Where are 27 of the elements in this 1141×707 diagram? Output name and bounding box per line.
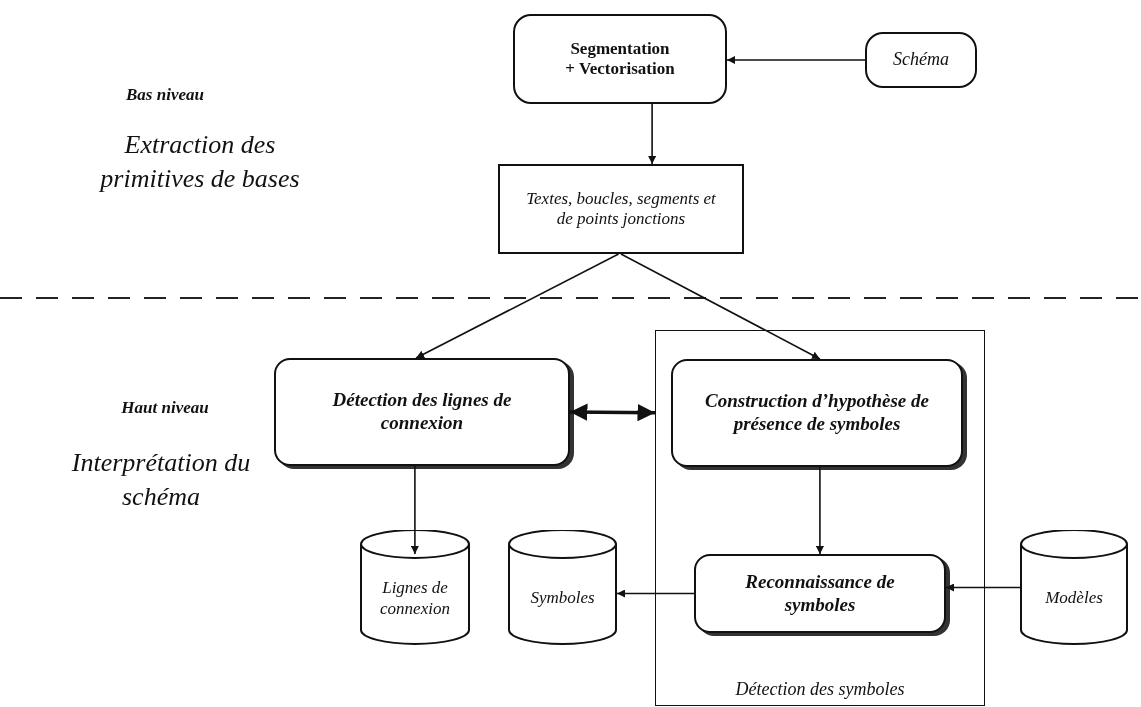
group-title: Détection des symboles	[735, 679, 905, 701]
node-label: Symboles	[530, 588, 595, 609]
arrow	[945, 583, 1021, 592]
arrow	[616, 589, 695, 598]
input-box	[865, 32, 977, 88]
arrow	[415, 253, 620, 359]
arrow	[726, 56, 866, 64]
arrow	[570, 403, 655, 422]
level-description: Interprétation du schéma	[70, 447, 252, 513]
node-label: Textes, boucles, segments et de points jonctions	[525, 188, 717, 230]
node-label: Construction d’hypothèse de présence de symboles	[704, 390, 930, 436]
process-box	[513, 14, 727, 104]
node-label: Segmentation + Vectorisation	[564, 38, 676, 80]
arrow	[620, 253, 821, 360]
node-label: Schéma	[893, 49, 949, 71]
node-label: Reconnaissance de symboles	[744, 570, 896, 617]
group-frame	[655, 330, 985, 706]
arrow	[648, 103, 657, 165]
level-description: Extraction des primitives de bases	[98, 129, 301, 195]
level-heading: Haut niveau	[120, 397, 210, 419]
output-box	[498, 164, 744, 254]
node-label: Lignes de connexion	[379, 578, 451, 619]
node-label: Détection des lignes de connexion	[331, 389, 513, 435]
arrow	[815, 466, 824, 555]
level-heading: Bas niveau	[125, 84, 205, 106]
arrow	[410, 465, 419, 555]
node-label: Modèles	[1045, 588, 1103, 609]
